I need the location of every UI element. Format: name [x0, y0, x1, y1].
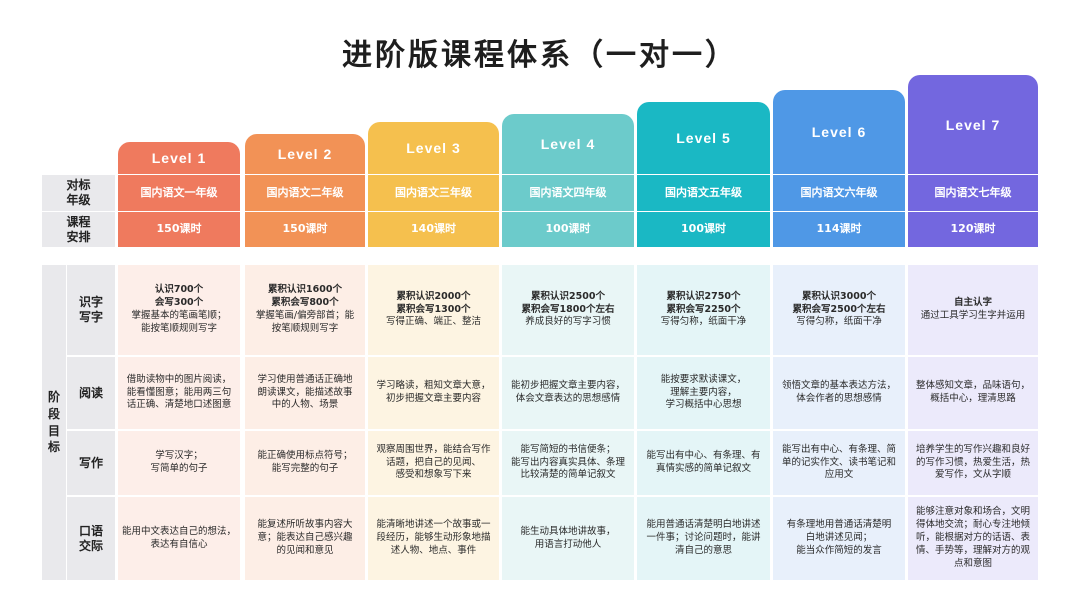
goal-cell: 累积认识1600个 累积会写800个掌握笔画/偏旁部首；能 按笔顺规则写字	[245, 265, 365, 355]
level-tab-2: Level 2	[245, 134, 365, 174]
grade-benchmark-cell: 国内语文三年级	[368, 175, 499, 211]
goal-cell: 累积认识2500个 累积会写1800个左右养成良好的写字习惯	[502, 265, 634, 355]
goal-cell-highlight: 累积认识3000个 累积会写2500个左右	[792, 290, 886, 315]
grade-benchmark-cell: 国内语文一年级	[118, 175, 240, 211]
goal-cell: 有条理地用普通话清楚明 白地讲述见闻； 能当众作简短的发言	[773, 497, 905, 580]
goal-cell: 观察周围世界，能结合写作 话题，把自己的见闻、 感受和想象写下来	[368, 431, 499, 495]
goal-cell-text: 能用普通话清楚明白地讲述 一件事；讨论问题时，能讲 清自己的意思	[646, 519, 761, 556]
goal-cell-text: 整体感知文章，品味语句， 概括中心，理清思路	[915, 380, 1030, 404]
course-hours-cell: 114课时	[773, 212, 905, 247]
grade-benchmark-cell: 国内语文七年级	[908, 175, 1038, 211]
goal-cell: 自主认字通过工具学习生字并运用	[908, 265, 1038, 355]
level-tab-3: Level 3	[368, 122, 499, 174]
goal-row-label-text: 口语交际	[78, 523, 103, 553]
goal-cell: 能写出有中心、有条理、简 单的记实作文、读书笔记和 应用文	[773, 431, 905, 495]
level-tab-7: Level 7	[908, 75, 1038, 174]
goal-cell: 能用中文表达自己的想法， 表达有自信心	[118, 497, 240, 580]
goal-cell: 累积认识2000个 累积会写1300个写得正确、端正、整洁	[368, 265, 499, 355]
course-hours-cell: 100课时	[637, 212, 770, 247]
goal-cell-text: 能写简短的书信便条； 能写出内容真实具体、条理 比较清楚的简单记叙文	[510, 443, 625, 481]
goal-cell-text: 掌握基本的笔画笔顺； 能按笔顺规则写字	[131, 310, 227, 334]
goal-cell-highlight: 累积认识2000个 累积会写1300个	[396, 290, 471, 315]
stage-goals-label: 阶段目标	[47, 389, 60, 455]
goal-cell-text: 能按要求默读课文， 理解主要内容， 学习概括中心思想	[660, 373, 747, 411]
goal-cell-text: 通过工具学习生字并运用	[920, 310, 1026, 321]
goal-cell: 认识700个 会写300个掌握基本的笔画笔顺； 能按笔顺规则写字	[118, 265, 240, 355]
goal-cell-text: 能用中文表达自己的想法， 表达有自信心	[121, 525, 236, 550]
goal-cell-text: 能正确使用标点符号； 能写完整的句子	[257, 450, 353, 474]
goal-cell-text: 能写出有中心、有条理、简 单的记实作文、读书笔记和 应用文	[781, 443, 896, 481]
grade-benchmark-cell: 国内语文二年级	[245, 175, 365, 211]
goal-cell-highlight: 累积认识1600个 累积会写800个	[268, 284, 342, 309]
level-tab-6: Level 6	[773, 90, 905, 174]
goal-cell-text: 培养学生的写作兴趣和良好 的写作习惯，热爱生活，热 爱写作，文从字顺	[915, 443, 1030, 481]
goal-cell: 能写简短的书信便条； 能写出内容真实具体、条理 比较清楚的简单记叙文	[502, 431, 634, 495]
goal-row-label: 阅读	[67, 357, 115, 429]
goal-cell: 培养学生的写作兴趣和良好 的写作习惯，热爱生活，热 爱写作，文从字顺	[908, 431, 1038, 495]
goal-cell-text: 能初步把握文章主要内容， 体会文章表达的思想感情	[510, 380, 625, 404]
goal-cell-text: 能够注意对象和场合，文明 得体地交流；耐心专注地倾 听，能根据对方的话语、表 情…	[915, 506, 1030, 569]
row-header-stage-goals: 阶段目标	[42, 265, 66, 580]
course-hours-cell: 140课时	[368, 212, 499, 247]
goal-cell-text: 能写出有中心、有条理、有 真情实感的简单记叙文	[646, 450, 761, 474]
goal-cell: 借助读物中的图片阅读， 能看懂图意；能用两三句 话正确、清楚地口述图意	[118, 357, 240, 429]
goal-cell-text: 能清晰地讲述一个故事或一 段经历，能够生动形象地描 述人物、地点、事件	[376, 519, 491, 556]
level-tab-5: Level 5	[637, 102, 770, 174]
goal-cell-highlight: 自主认字	[953, 297, 992, 309]
goal-cell-text: 观察周围世界，能结合写作 话题，把自己的见闻、 感受和想象写下来	[376, 443, 491, 481]
goal-cell: 学写汉字； 写简单的句子	[118, 431, 240, 495]
course-hours-cell: 120课时	[908, 212, 1038, 247]
goal-cell: 能初步把握文章主要内容， 体会文章表达的思想感情	[502, 357, 634, 429]
goal-cell-text: 学习使用普通话正确地 朗读课文，能描述故事 中的人物、场景	[257, 373, 353, 411]
goal-cell: 能用普通话清楚明白地讲述 一件事；讨论问题时，能讲 清自己的意思	[637, 497, 770, 580]
goal-cell-text: 能复述所听故事内容大 意；能表达自己感兴趣 的见闻和意见	[257, 519, 353, 556]
goal-cell-text: 学写汉字； 写简单的句子	[150, 450, 208, 474]
goal-cell-text: 能生动具体地讲故事， 用语言打动他人	[520, 525, 616, 550]
goal-cell-highlight: 认识700个 会写300个	[154, 284, 204, 309]
grade-benchmark-cell: 国内语文四年级	[502, 175, 634, 211]
goal-row-label-text: 写作	[78, 455, 103, 470]
goal-cell-text: 写得匀称，纸面干净	[660, 316, 747, 328]
goal-cell: 领悟文章的基本表达方法， 体会作者的思想感情	[773, 357, 905, 429]
goal-cell: 能正确使用标点符号； 能写完整的句子	[245, 431, 365, 495]
goal-cell: 学习略读，粗知文章大意， 初步把握文章主要内容	[368, 357, 499, 429]
goal-row-label: 口语交际	[67, 497, 115, 580]
goal-cell: 能够注意对象和场合，文明 得体地交流；耐心专注地倾 听，能根据对方的话语、表 情…	[908, 497, 1038, 580]
goal-cell-text: 写得正确、端正、整洁	[385, 316, 481, 328]
course-hours-cell: 100课时	[502, 212, 634, 247]
grade-benchmark-cell: 国内语文五年级	[637, 175, 770, 211]
goal-cell-highlight: 累积认识2500个 累积会写1800个左右	[521, 290, 615, 315]
goal-cell-text: 写得匀称，纸面干净	[796, 316, 882, 328]
goal-row-label-text: 识字写字	[78, 295, 103, 324]
goal-row-label: 识字写字	[67, 265, 115, 355]
goal-row-label-text: 阅读	[78, 385, 103, 400]
goal-cell-text: 有条理地用普通话清楚明 白地讲述见闻； 能当众作简短的发言	[786, 519, 892, 556]
goal-cell: 累积认识2750个 累积会写2250个写得匀称，纸面干净	[637, 265, 770, 355]
row-header-benchmark-label: 对标年级	[66, 178, 91, 207]
goal-cell-text: 养成良好的写字习惯	[525, 316, 611, 328]
goal-cell-highlight: 累积认识2750个 累积会写2250个	[666, 290, 741, 315]
page-title: 进阶版课程体系（一对一）	[342, 38, 738, 73]
goal-row-label: 写作	[67, 431, 115, 495]
grade-benchmark-cell: 国内语文六年级	[773, 175, 905, 211]
course-hours-cell: 150课时	[118, 212, 240, 247]
goal-cell: 能清晰地讲述一个故事或一 段经历，能够生动形象地描 述人物、地点、事件	[368, 497, 499, 580]
goal-cell: 能复述所听故事内容大 意；能表达自己感兴趣 的见闻和意见	[245, 497, 365, 580]
level-tab-1: Level 1	[118, 142, 240, 174]
course-hours-cell: 150课时	[245, 212, 365, 247]
goal-cell: 能按要求默读课文， 理解主要内容， 学习概括中心思想	[637, 357, 770, 429]
goal-cell-text: 借助读物中的图片阅读， 能看懂图意；能用两三句 话正确、清楚地口述图意	[126, 373, 232, 411]
row-header-schedule-label: 课程安排	[66, 214, 91, 244]
goal-cell: 能生动具体地讲故事， 用语言打动他人	[502, 497, 634, 580]
level-tab-4: Level 4	[502, 114, 634, 174]
goal-cell-text: 学习略读，粗知文章大意， 初步把握文章主要内容	[376, 380, 491, 404]
goal-cell-text: 领悟文章的基本表达方法， 体会作者的思想感情	[781, 380, 896, 404]
row-header-schedule: 课程安排	[42, 212, 115, 247]
row-header-benchmark: 对标年级	[42, 175, 115, 211]
goal-cell: 整体感知文章，品味语句， 概括中心，理清思路	[908, 357, 1038, 429]
goal-cell: 累积认识3000个 累积会写2500个左右写得匀称，纸面干净	[773, 265, 905, 355]
goal-cell: 能写出有中心、有条理、有 真情实感的简单记叙文	[637, 431, 770, 495]
goal-cell-text: 掌握笔画/偏旁部首；能 按笔顺规则写字	[255, 310, 355, 334]
goal-cell: 学习使用普通话正确地 朗读课文，能描述故事 中的人物、场景	[245, 357, 365, 429]
